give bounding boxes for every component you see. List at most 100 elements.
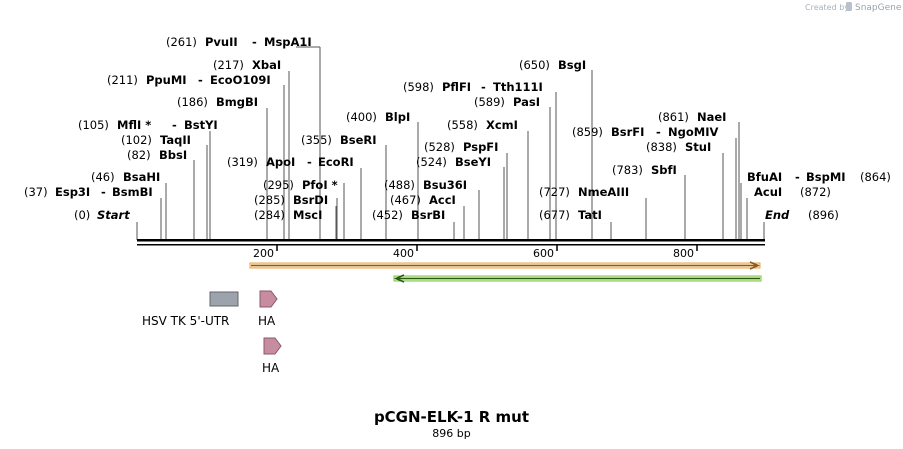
site-enzyme: BlpI [385, 110, 410, 124]
site-enzyme: Bsu36I [423, 178, 467, 192]
site-pspfi[interactable]: (528) PspFI [424, 140, 498, 154]
site-enzyme-2: BsmBI [112, 185, 153, 199]
site-naei[interactable]: (861) NaeI [658, 110, 726, 124]
site-enzyme: BsrBI [411, 208, 445, 222]
site-enzyme: PasI [513, 95, 540, 109]
restriction-sites: (261) PvuII - MspA1I (217) XbaI (211) Pp… [24, 35, 891, 222]
site-position: (783) [612, 163, 643, 177]
site-stui[interactable]: (838) StuI [646, 140, 711, 154]
site-mfli-bstyi[interactable]: (105) MflI * - BstYI [78, 118, 218, 132]
site-position: (400) [346, 110, 377, 124]
utr-box-icon [209, 291, 239, 307]
feature-label: HA [258, 314, 276, 328]
site-taqii[interactable]: (102) TaqII [121, 133, 191, 147]
ruler-tick-label: 400 [393, 247, 414, 260]
site-position: (488) [384, 178, 415, 192]
snapgene-logo-icon [846, 2, 852, 11]
site-bsrbi[interactable]: (452) BsrBI [372, 208, 445, 222]
site-enzyme: BmgBI [216, 95, 258, 109]
ruler-tick-label: 800 [673, 247, 694, 260]
site-enzyme: SbfI [651, 163, 677, 177]
site-bbsi[interactable]: (82) BbsI [127, 148, 187, 162]
feature-hsv-tk-utr[interactable]: HSV TK 5'-UTR [142, 291, 239, 328]
end-position: (896) [808, 208, 839, 222]
site-position: (355) [301, 133, 332, 147]
site-bsgi[interactable]: (650) BsgI [519, 58, 586, 72]
site-enzyme: Esp3I [55, 185, 90, 199]
arrowhead-left-icon [394, 274, 405, 283]
site-bsrfi-ngomiv[interactable]: (859) BsrFI - NgoMIV [572, 125, 718, 139]
start-position: (0) [74, 208, 90, 222]
feature-ha-2[interactable]: HA [262, 337, 282, 375]
svg-text:-: - [198, 73, 203, 87]
site-position: (452) [372, 208, 403, 222]
site-bseyi[interactable]: (524) BseYI [416, 155, 491, 169]
sequence-ends: (0) Start End (896) [74, 208, 839, 222]
site-esp3i-bsmbi[interactable]: (37) Esp3I - BsmBI [24, 185, 153, 199]
site-enzyme: ApoI [266, 155, 295, 169]
feature-label: HA [262, 361, 280, 375]
site-bsahi[interactable]: (46) BsaHI [91, 170, 160, 184]
cut-site-lines [136, 47, 765, 240]
site-position: (82) [127, 148, 151, 162]
site-pfoi[interactable]: (295) PfoI * [263, 178, 338, 192]
site-position: (838) [646, 140, 677, 154]
site-enzyme: BseYI [455, 155, 491, 169]
site-pflfi-tth111i[interactable]: (598) PflFI - Tth111I [403, 80, 543, 94]
map-title: pCGN-ELK-1 R mut [373, 408, 530, 426]
map-subtitle: 896 bp [432, 427, 471, 440]
site-xbai[interactable]: (217) XbaI [213, 58, 281, 72]
site-apoi-ecori[interactable]: (319) ApoI - EcoRI [227, 155, 354, 169]
snapgene-watermark: Created by SnapGene [805, 2, 902, 13]
sequence-backbone [137, 239, 765, 246]
site-enzyme-2: EcoO109I [210, 73, 271, 87]
site-pvuii-mspa1i[interactable]: (261) PvuII - MspA1I [166, 35, 312, 49]
site-position: (864) [860, 170, 891, 184]
site-acci[interactable]: (467) AccI [390, 193, 456, 207]
site-position: (589) [474, 95, 505, 109]
svg-text:-: - [172, 118, 177, 132]
site-position: (102) [121, 133, 152, 147]
svg-text:-: - [307, 155, 312, 169]
site-position: (861) [658, 110, 689, 124]
site-bmgbi[interactable]: (186) BmgBI [177, 95, 258, 109]
svg-text:-: - [795, 170, 800, 184]
site-position: (211) [107, 73, 138, 87]
site-enzyme: PvuII [205, 35, 238, 49]
site-enzyme-2: Tth111I [493, 80, 543, 94]
site-pasi[interactable]: (589) PasI [474, 95, 540, 109]
site-enzyme: MscI [293, 208, 322, 222]
site-position: (650) [519, 58, 550, 72]
site-enzyme: BsaHI [123, 170, 160, 184]
site-msci[interactable]: (284) MscI [254, 208, 322, 222]
site-position: (598) [403, 80, 434, 94]
site-tati[interactable]: (677) TatI [539, 208, 602, 222]
reverse-arrow[interactable] [393, 274, 762, 283]
end-label: End [765, 208, 790, 222]
site-nmeaiii[interactable]: (727) NmeAIII [539, 185, 629, 199]
site-enzyme: BsrFI [611, 125, 644, 139]
site-enzyme: StuI [685, 140, 711, 154]
site-bsu36i[interactable]: (488) Bsu36I [384, 178, 467, 192]
feature-ha-1[interactable]: HA [258, 290, 278, 328]
site-enzyme: AcuI [754, 185, 782, 199]
site-position: (217) [213, 58, 244, 72]
site-sbfi[interactable]: (783) SbfI [612, 163, 677, 177]
ruler-tick-label: 600 [533, 247, 554, 260]
site-position: (46) [91, 170, 115, 184]
site-blpi[interactable]: (400) BlpI [346, 110, 410, 124]
site-ppumi-ecoo109i[interactable]: (211) PpuMI - EcoO109I [107, 73, 271, 87]
site-bsrdi[interactable]: (285) BsrDI [254, 193, 328, 207]
site-position: (528) [424, 140, 455, 154]
watermark-prefix: Created by [805, 3, 849, 12]
site-enzyme: XbaI [252, 58, 281, 72]
site-position: (37) [24, 185, 48, 199]
site-beseri[interactable]: (355) BseRI [301, 133, 377, 147]
site-enzyme: BseRI [340, 133, 377, 147]
ruler-tick-label: 200 [253, 247, 274, 260]
site-position: (285) [254, 193, 285, 207]
forward-arrow[interactable] [249, 261, 761, 270]
site-bfuai-bspmi[interactable]: BfuAI - BspMI (864) [747, 170, 891, 184]
site-xcmi[interactable]: (558) XcmI [447, 118, 518, 132]
site-acui[interactable]: AcuI (872) [754, 185, 831, 199]
